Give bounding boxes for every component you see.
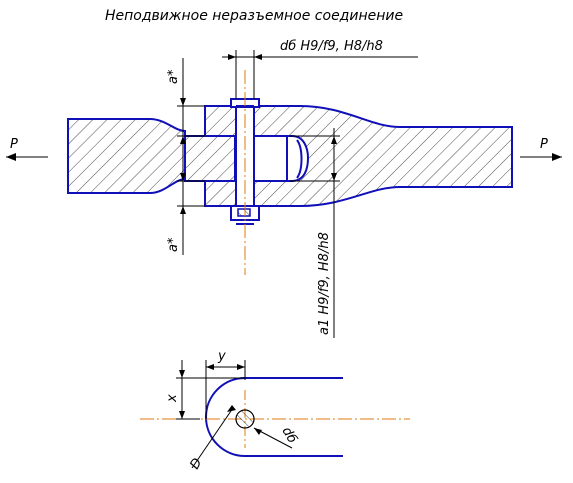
clevis-body xyxy=(204,105,513,207)
bolt-diameter-dimension: dб H9/f9, H8/h8 xyxy=(222,39,418,99)
a-bottom-label: a* xyxy=(166,237,181,252)
joint-assembly xyxy=(67,70,513,275)
bolt-fit-label: dб H9/f9, H8/h8 xyxy=(280,39,383,54)
drawing-title: Неподвижное неразъемное соединение xyxy=(105,8,403,24)
D-leader xyxy=(191,407,234,469)
arrow-1 xyxy=(228,54,236,60)
clevis-slot xyxy=(286,135,310,182)
force-right-label: P xyxy=(540,137,548,152)
force-left-arrowhead xyxy=(6,153,16,161)
D-arrow xyxy=(227,405,236,412)
cotter-pin xyxy=(237,208,251,217)
pin-section xyxy=(235,409,255,429)
a-arrow-2 xyxy=(180,136,186,144)
a-arrow-1 xyxy=(180,98,186,106)
a1-arrow-2 xyxy=(331,173,337,181)
a-top-label: a* xyxy=(166,69,181,84)
db-arrow xyxy=(254,428,262,435)
left-rod xyxy=(67,118,186,194)
force-left-label: P xyxy=(10,137,18,152)
x-arrow-2 xyxy=(179,411,185,419)
y-arrow-2 xyxy=(237,364,245,370)
force-right-arrowhead xyxy=(552,153,562,161)
force-arrows: P P xyxy=(6,137,562,161)
a-dimensions: a* a* xyxy=(166,58,205,255)
fork-end-view: y x D dб xyxy=(140,349,410,472)
left-rod-tongue xyxy=(184,135,236,182)
x-arrow-1 xyxy=(179,370,185,378)
db-label: dб xyxy=(279,425,300,447)
arrow-2 xyxy=(254,54,262,60)
a1-dimension: a1 H9/f9, H8/h8 xyxy=(290,128,340,338)
a-arrow-4 xyxy=(180,206,186,214)
y-arrow-1 xyxy=(206,364,214,370)
x-label: x xyxy=(165,394,180,403)
slot-inner-edge xyxy=(296,139,303,179)
D-label: D xyxy=(187,456,205,472)
a1-arrow-1 xyxy=(331,136,337,144)
a1-fit-label: a1 H9/f9, H8/h8 xyxy=(317,232,332,335)
a-arrow-3 xyxy=(180,173,186,181)
y-label: y xyxy=(217,349,226,364)
